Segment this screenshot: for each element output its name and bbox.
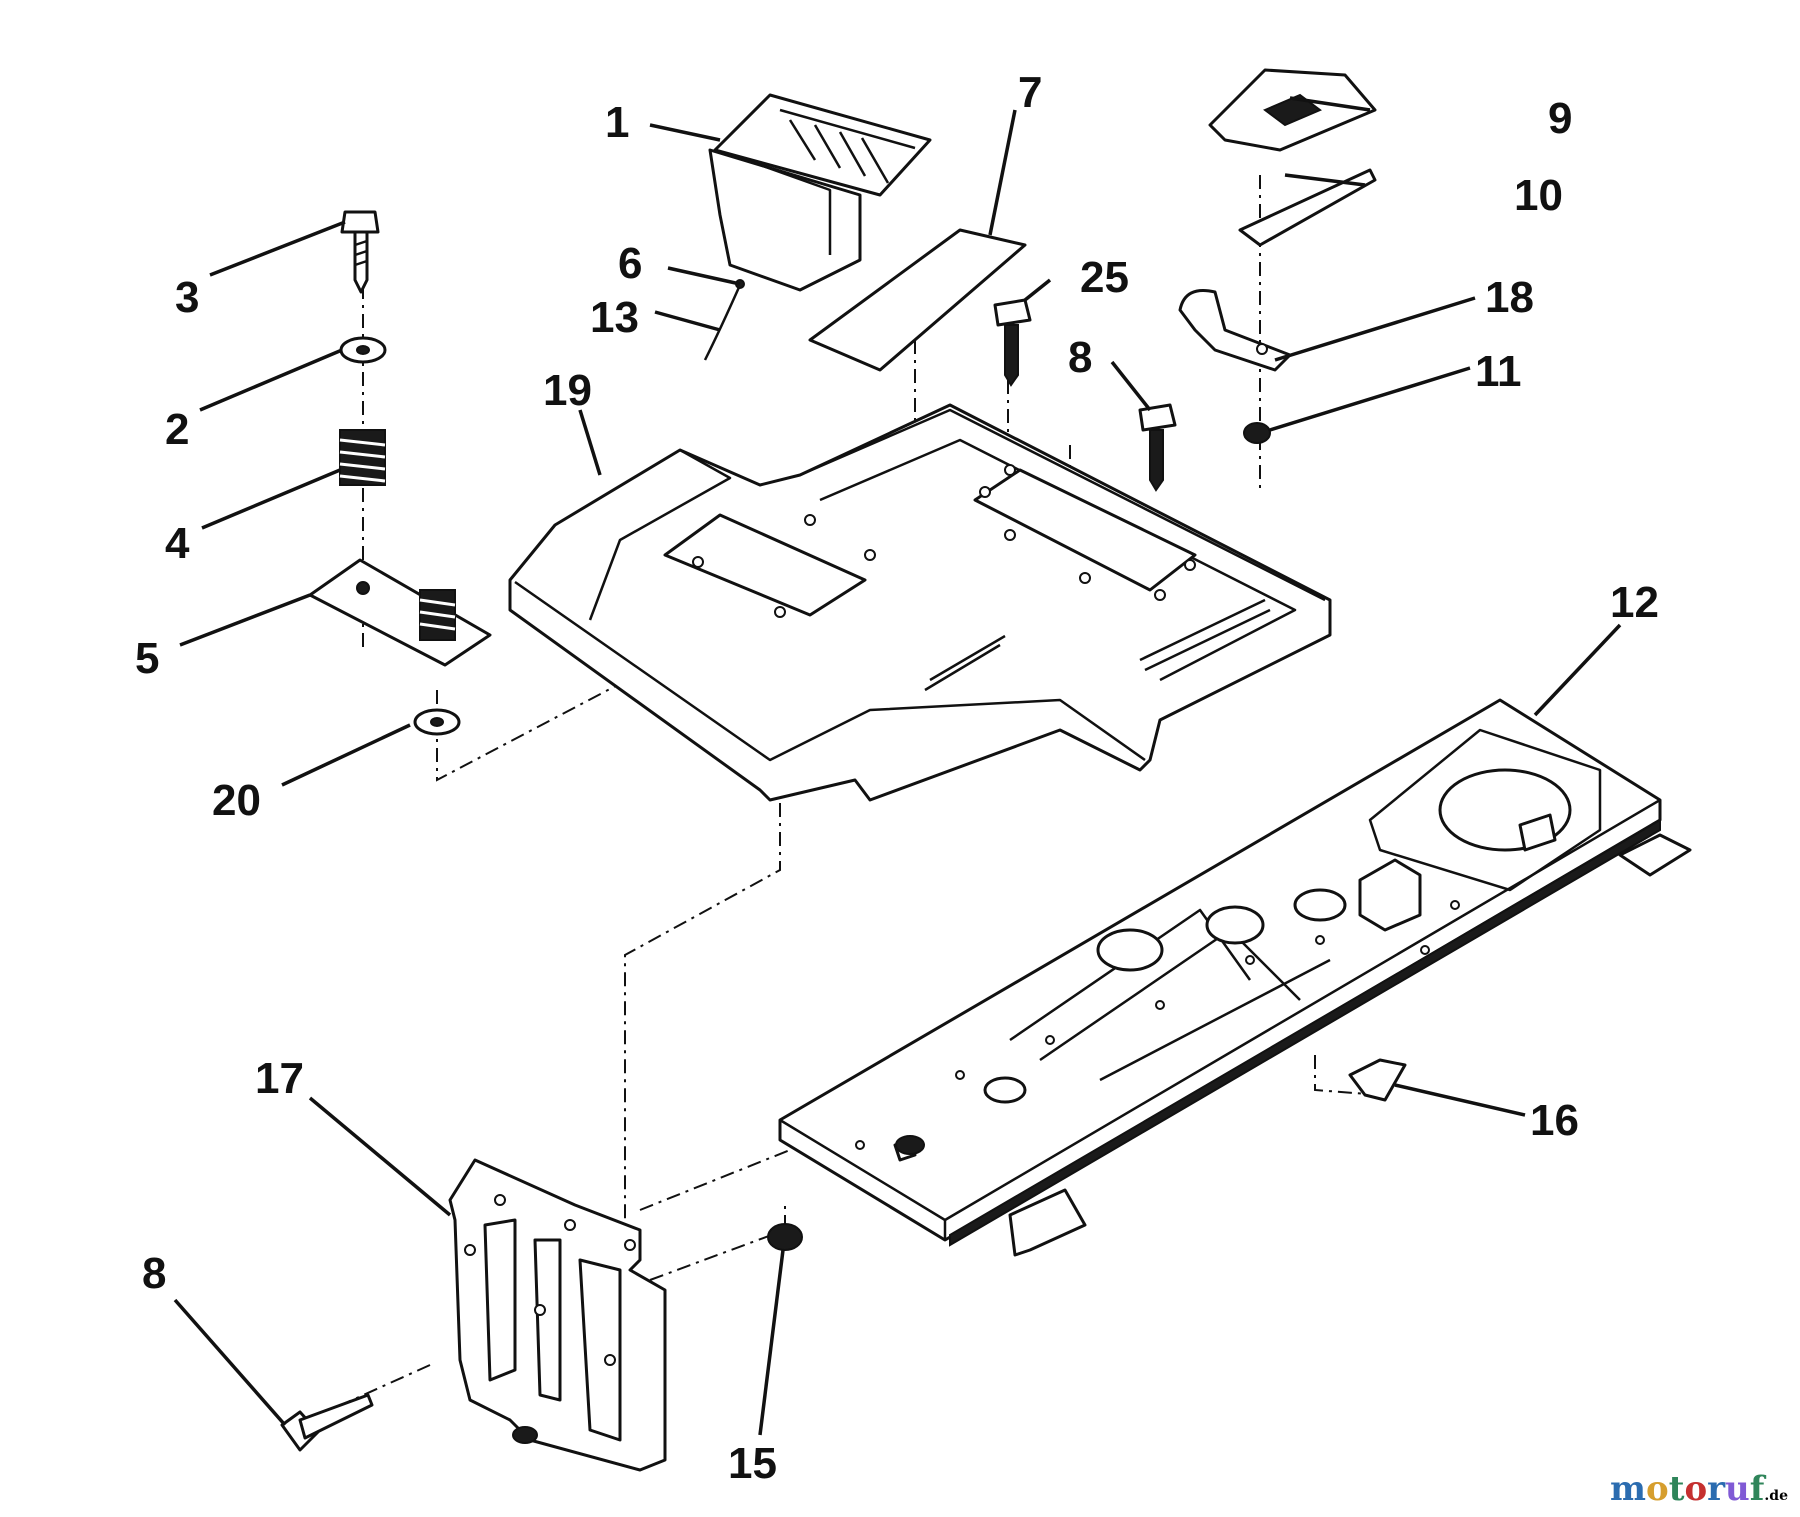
part-1-tray: [708, 93, 932, 292]
callout-3: 3: [175, 273, 199, 322]
part-18-clip: [1178, 289, 1292, 372]
part-11-nut: [1243, 422, 1271, 444]
callout-labels: 1 7 9 10 3 6 13 25 18 2 8 11 19 4 5 12 2…: [135, 68, 1659, 1488]
callout-16: 16: [1530, 1096, 1579, 1145]
watermark-text: motoruf: [1610, 1469, 1765, 1509]
part-9-cover: [1208, 68, 1377, 152]
part-13-wire: [703, 279, 745, 361]
part-12-frame: [778, 698, 1692, 1257]
part-7-plate: [808, 228, 1027, 372]
callout-1: 1: [605, 98, 629, 147]
callout-15: 15: [728, 1439, 777, 1488]
part-5-plate: [308, 558, 492, 667]
callout-5: 5: [135, 634, 159, 683]
callout-11: 11: [1475, 347, 1522, 396]
callout-20: 20: [212, 776, 261, 825]
part-8-upper-bolt: [1138, 403, 1177, 492]
part-17-front-plate: [448, 1158, 667, 1472]
callout-8-upper: 8: [1068, 333, 1092, 382]
part-8-lower-bolt: [280, 1393, 374, 1452]
part-4-spring: [339, 429, 386, 486]
part-3-bolt: [340, 210, 380, 294]
part-15-nut: [767, 1223, 803, 1251]
part-25-bolt: [993, 298, 1032, 387]
callout-17: 17: [255, 1054, 304, 1103]
callout-7: 7: [1018, 68, 1042, 117]
callout-4: 4: [165, 519, 190, 568]
callout-8-lower: 8: [142, 1249, 166, 1298]
callout-13: 13: [590, 293, 639, 342]
watermark-suffix: .de: [1764, 1488, 1788, 1504]
callout-19: 19: [543, 366, 592, 415]
callout-12: 12: [1610, 578, 1659, 627]
callout-18: 18: [1485, 273, 1534, 322]
part-20-washer: [413, 708, 461, 736]
watermark-logo: motoruf.de: [1610, 1469, 1788, 1509]
callout-9: 9: [1548, 94, 1572, 143]
part-16-bracket: [1348, 1058, 1407, 1102]
part-2-washer: [339, 336, 387, 364]
callout-6: 6: [618, 239, 642, 288]
callout-25: 25: [1080, 253, 1129, 302]
leader-lines: [173, 96, 1622, 1436]
callout-10: 10: [1514, 171, 1563, 220]
callout-2: 2: [165, 405, 189, 454]
part-19-body-pan: [508, 403, 1332, 802]
part-10-plate: [1238, 168, 1377, 247]
